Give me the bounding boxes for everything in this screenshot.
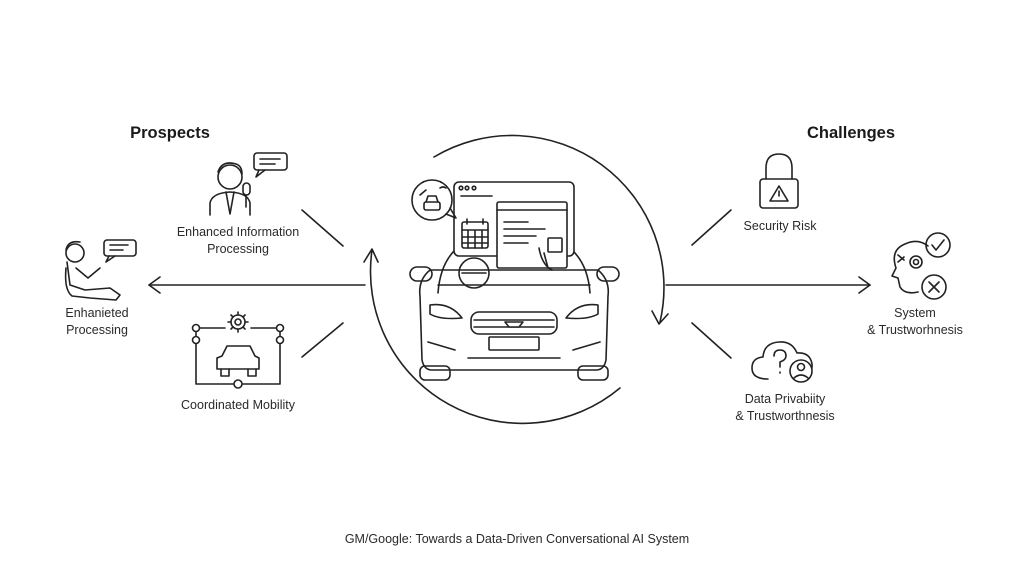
arrowhead-down-icon [651,310,669,325]
label-line2: Processing [207,242,269,256]
connector-lines [301,209,732,359]
left-arrow [148,276,366,294]
prospect-enhanced-processing: Enhanieted Processing [65,305,128,339]
challenge-system-trustworthiness: System & Trustworhnesis [867,305,963,339]
prospect-coordinated-mobility: Coordinated Mobility [181,397,295,414]
prospects-heading: Prospects [130,124,210,142]
cycle-arc-top [433,134,665,323]
cycle-arrows [363,134,669,425]
challenges-heading: Challenges [806,124,896,142]
car-dashboard-screen-icon [409,179,620,381]
person-speech-icon [64,239,137,301]
label-line2: & Trustworthnesis [735,409,835,423]
label-line1: Data Privabiity [744,392,826,406]
footer-caption: GM/Google: Towards a Data-Driven Convers… [344,532,690,546]
car-network-gear-icon [191,311,285,389]
prospect-enhanced-information-processing: Enhanced Information Processing [177,224,299,258]
cycle-arc-bottom [369,249,621,425]
challenge-security-risk: Security Risk [744,218,817,235]
label-line1: Enhanieted [65,306,129,320]
arrowhead-up-icon [363,248,379,263]
cloud-question-user-icon [751,341,813,383]
label-line1: Enhanced Information [176,225,300,239]
label-line2: Processing [66,323,128,337]
head-check-cross-icon [891,232,951,300]
person-microphone-icon [209,152,288,216]
label-line1: Coordinated Mobility [181,398,295,412]
label-line1: Security Risk [743,219,817,233]
label-line2: & Trustworhnesis [867,323,963,337]
padlock-warning-icon [759,153,799,209]
label-line1: System [894,306,936,320]
challenge-data-privacy: Data Privabiity & Trustworthnesis [735,391,834,425]
right-arrow [665,276,871,294]
